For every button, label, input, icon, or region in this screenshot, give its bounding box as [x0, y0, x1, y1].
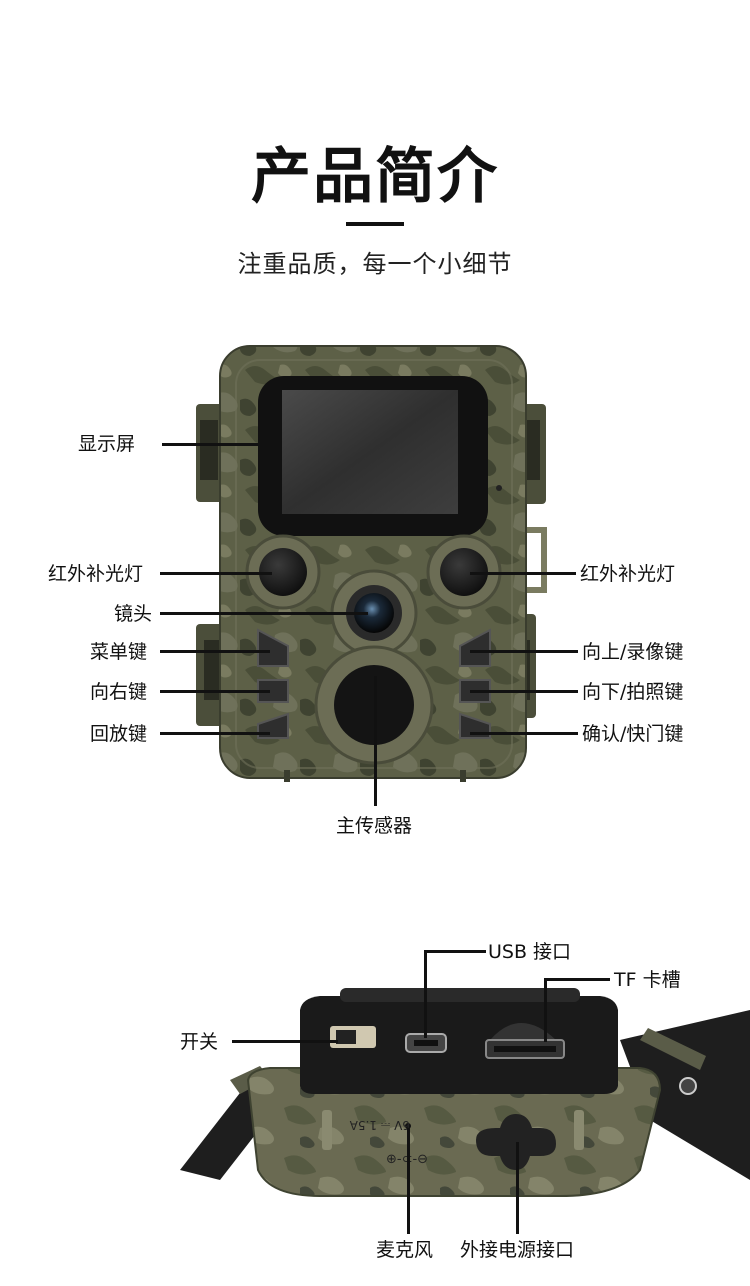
leader-up-record-key	[470, 650, 578, 653]
leader-tf-h	[544, 978, 610, 981]
leader-ir-right	[470, 572, 576, 575]
label-screen: 显示屏	[78, 433, 136, 455]
label-up-record-key: 向上/录像键	[582, 641, 684, 663]
right-button	[257, 679, 289, 703]
label-power-switch: 开关	[180, 1031, 219, 1053]
ir-light-right	[440, 548, 488, 596]
leader-mic	[407, 1128, 410, 1234]
bottom-panel	[300, 996, 618, 1094]
label-playback-key: 回放键	[90, 723, 148, 745]
leader-screen	[162, 443, 266, 446]
page-subtitle: 注重品质，每一个小细节	[237, 250, 513, 278]
leader-tf-v	[544, 978, 547, 1042]
menu-button	[257, 628, 289, 667]
up-record-button	[459, 628, 491, 667]
label-main-sensor: 主传感器	[336, 815, 413, 837]
power-rating-marking: 6V ⎓ 1.5A	[349, 1118, 410, 1132]
label-menu-key: 菜单键	[90, 641, 148, 663]
leader-playback-key	[160, 732, 270, 735]
ir-light-left	[259, 548, 307, 596]
leader-right-key	[160, 690, 270, 693]
lens	[354, 593, 394, 633]
leader-ok-shutter-key	[470, 732, 578, 735]
label-ir-right: 红外补光灯	[580, 563, 676, 585]
leader-lens	[160, 612, 368, 615]
leader-usb-v	[424, 950, 427, 1038]
page-title: 产品简介	[251, 142, 499, 212]
label-external-power: 外接电源接口	[460, 1239, 575, 1261]
leader-menu-key	[160, 650, 270, 653]
label-ir-left: 红外补光灯	[48, 563, 144, 585]
leader-switch	[232, 1040, 338, 1043]
leader-ir-left	[160, 572, 272, 575]
label-tf-slot: TF 卡槽	[614, 969, 681, 991]
label-lens: 镜头	[114, 603, 153, 625]
label-right-key: 向右键	[90, 681, 148, 703]
screen	[282, 390, 458, 514]
leader-power	[516, 1142, 519, 1234]
title-divider	[346, 222, 404, 226]
label-down-photo-key: 向下/拍照键	[582, 681, 684, 703]
label-ok-shutter-key: 确认/快门键	[582, 723, 684, 745]
label-usb-port: USB 接口	[488, 941, 572, 963]
label-microphone: 麦克风	[376, 1239, 434, 1261]
leader-down-photo-key	[470, 690, 578, 693]
microphone-hole	[405, 1123, 411, 1129]
camera-shell	[246, 1067, 662, 1197]
leader-usb-h	[424, 950, 486, 953]
leader-main-sensor	[374, 676, 377, 806]
